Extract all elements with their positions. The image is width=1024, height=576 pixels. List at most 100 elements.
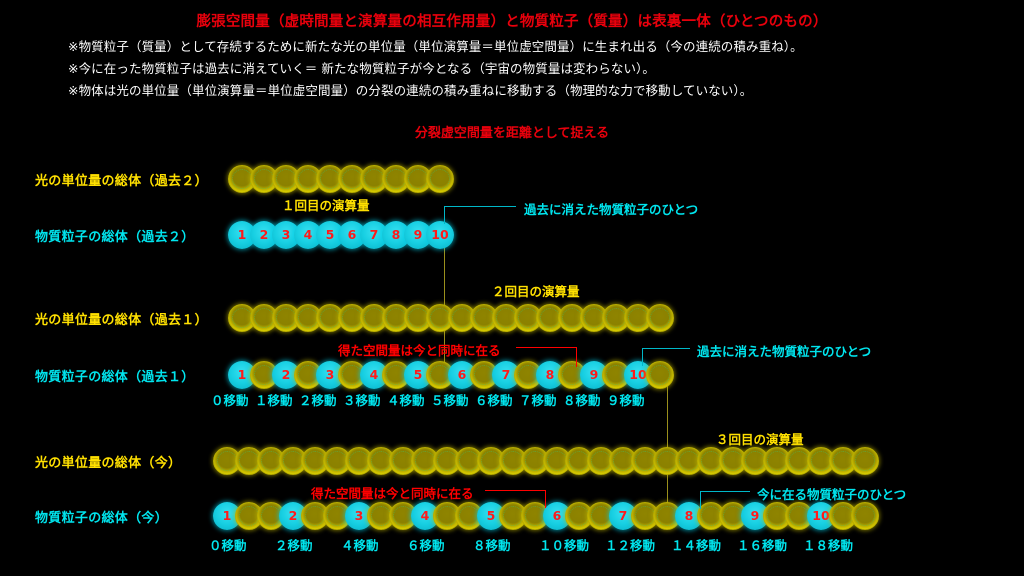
- move-label: ９移動: [607, 393, 645, 408]
- bead-number: 3: [281, 226, 291, 242]
- operation-label-3: ３回目の演算量: [716, 432, 804, 447]
- bead-number: 5: [486, 507, 496, 523]
- light-unit-bead: [580, 304, 608, 332]
- move-label: ８移動: [563, 393, 601, 408]
- light-unit-bead: [646, 304, 674, 332]
- move-label: １８移動: [803, 538, 854, 553]
- move-label: ８移動: [473, 538, 511, 553]
- bead-row-light-past2: [228, 165, 454, 199]
- bead-number: 7: [369, 226, 379, 242]
- bead-number: 10: [629, 366, 647, 382]
- light-unit-bead: [851, 447, 879, 475]
- row-label-light-now: 光の単位量の総体（今）: [35, 456, 182, 471]
- bead-number: 5: [325, 226, 335, 242]
- bead-number: 9: [413, 226, 423, 242]
- light-unit-bead: [345, 447, 373, 475]
- light-unit-bead: [316, 304, 344, 332]
- bead-number: 5: [413, 366, 423, 382]
- bead-number: 9: [750, 507, 760, 523]
- guide-line-past1-to-now: [667, 364, 668, 526]
- bead-number: 2: [281, 366, 291, 382]
- light-unit-bead: [646, 361, 674, 389]
- bead-number: 2: [288, 507, 298, 523]
- bead-row-light-now: [213, 447, 879, 481]
- bead-number: 8: [545, 366, 555, 382]
- bead-number: 8: [684, 507, 694, 523]
- matter-particle-bead: 8: [675, 502, 703, 530]
- bead-number: 1: [237, 366, 247, 382]
- light-unit-bead: [279, 447, 307, 475]
- bead-number: 6: [347, 226, 357, 242]
- light-unit-bead: [455, 502, 483, 530]
- bead-number: 3: [325, 366, 335, 382]
- page-title: 膨張空間量（虚時間量と演算量の相互作用量）と物質粒子（質量）は表裏一体（ひとつの…: [196, 14, 828, 30]
- callout-past2: 過去に消えた物質粒子のひとつ: [524, 202, 699, 217]
- callout-red-stem-now: [545, 490, 546, 508]
- matter-particle-bead: 10: [426, 221, 454, 249]
- move-label: ６移動: [475, 393, 513, 408]
- light-unit-bead: [514, 304, 542, 332]
- bead-number: 2: [259, 226, 269, 242]
- matter-particle-bead: 7: [360, 221, 388, 249]
- note-line-2: ※今に在った物質粒子は過去に消えていく＝ 新たな物質粒子が今となる（宇宙の物質量…: [68, 61, 655, 76]
- bead-number: 4: [303, 226, 313, 242]
- callout-red-arm-now: [485, 490, 545, 491]
- matter-particle-bead: 1: [228, 361, 256, 389]
- light-unit-bead: [426, 165, 454, 193]
- callout-cyan-stem-now: [700, 491, 701, 509]
- move-label: ２移動: [299, 393, 337, 408]
- callout-red-arm-past1: [516, 347, 576, 348]
- light-unit-bead: [272, 165, 300, 193]
- callout-cyan-stem-past1: [642, 348, 643, 366]
- subtitle: 分裂虚空間量を距離として捉える: [414, 126, 610, 141]
- bead-row-light-past1: [228, 304, 674, 338]
- move-label: １移動: [255, 393, 293, 408]
- move-label: ７移動: [519, 393, 557, 408]
- row-label-light-past1: 光の単位量の総体（過去１）: [35, 313, 208, 328]
- move-label: １６移動: [737, 538, 788, 553]
- callout-red-stem-past1: [576, 347, 577, 367]
- callout-red-now: 得た空間量は今と同時に在る: [311, 486, 474, 501]
- move-label: ０移動: [209, 538, 247, 553]
- row-label-light-past2: 光の単位量の総体（過去２）: [35, 174, 208, 189]
- row-label-matter-past1: 物質粒子の総体（過去１）: [35, 370, 195, 385]
- callout-arm-past2: [444, 206, 516, 207]
- bead-number: 7: [618, 507, 628, 523]
- callout-stem-past2: [444, 206, 445, 224]
- row-label-matter-now: 物質粒子の総体（今）: [35, 511, 169, 526]
- bead-number: 3: [354, 507, 364, 523]
- bead-number: 6: [457, 366, 467, 382]
- bead-number: 8: [391, 226, 401, 242]
- matter-particle-bead: 5: [316, 221, 344, 249]
- light-unit-bead: [455, 447, 483, 475]
- note-line-3: ※物体は光の単位量（単位演算量＝単位虚空間量）の分裂の連続の積み重ねに移動する（…: [68, 83, 753, 98]
- note-line-1: ※物質粒子（質量）として存続するために新たな光の単位量（単位演算量＝単位虚空間量…: [68, 39, 803, 54]
- matter-particle-bead: 7: [609, 502, 637, 530]
- move-label: ５移動: [431, 393, 469, 408]
- move-label: ４移動: [341, 538, 379, 553]
- bead-number: 6: [552, 507, 562, 523]
- bead-number: 4: [420, 507, 430, 523]
- move-label: ０移動: [211, 393, 249, 408]
- bead-number: 10: [431, 226, 449, 242]
- row-label-matter-past2: 物質粒子の総体（過去２）: [35, 230, 195, 245]
- bead-number: 4: [369, 366, 379, 382]
- move-label: ４移動: [387, 393, 425, 408]
- move-label: ６移動: [407, 538, 445, 553]
- callout-cyan-arm-now: [700, 491, 750, 492]
- move-label: ２移動: [275, 538, 313, 553]
- move-label: １０移動: [539, 538, 590, 553]
- move-label: １４移動: [671, 538, 722, 553]
- move-label: １２移動: [605, 538, 656, 553]
- light-unit-bead: [697, 447, 725, 475]
- bead-number: 7: [501, 366, 511, 382]
- callout-cyan-now: 今に在る物質粒子のひとつ: [757, 487, 907, 502]
- move-label: ３移動: [343, 393, 381, 408]
- callout-cyan-past1: 過去に消えた物質粒子のひとつ: [697, 344, 872, 359]
- light-unit-bead: [316, 165, 344, 193]
- light-unit-bead: [851, 502, 879, 530]
